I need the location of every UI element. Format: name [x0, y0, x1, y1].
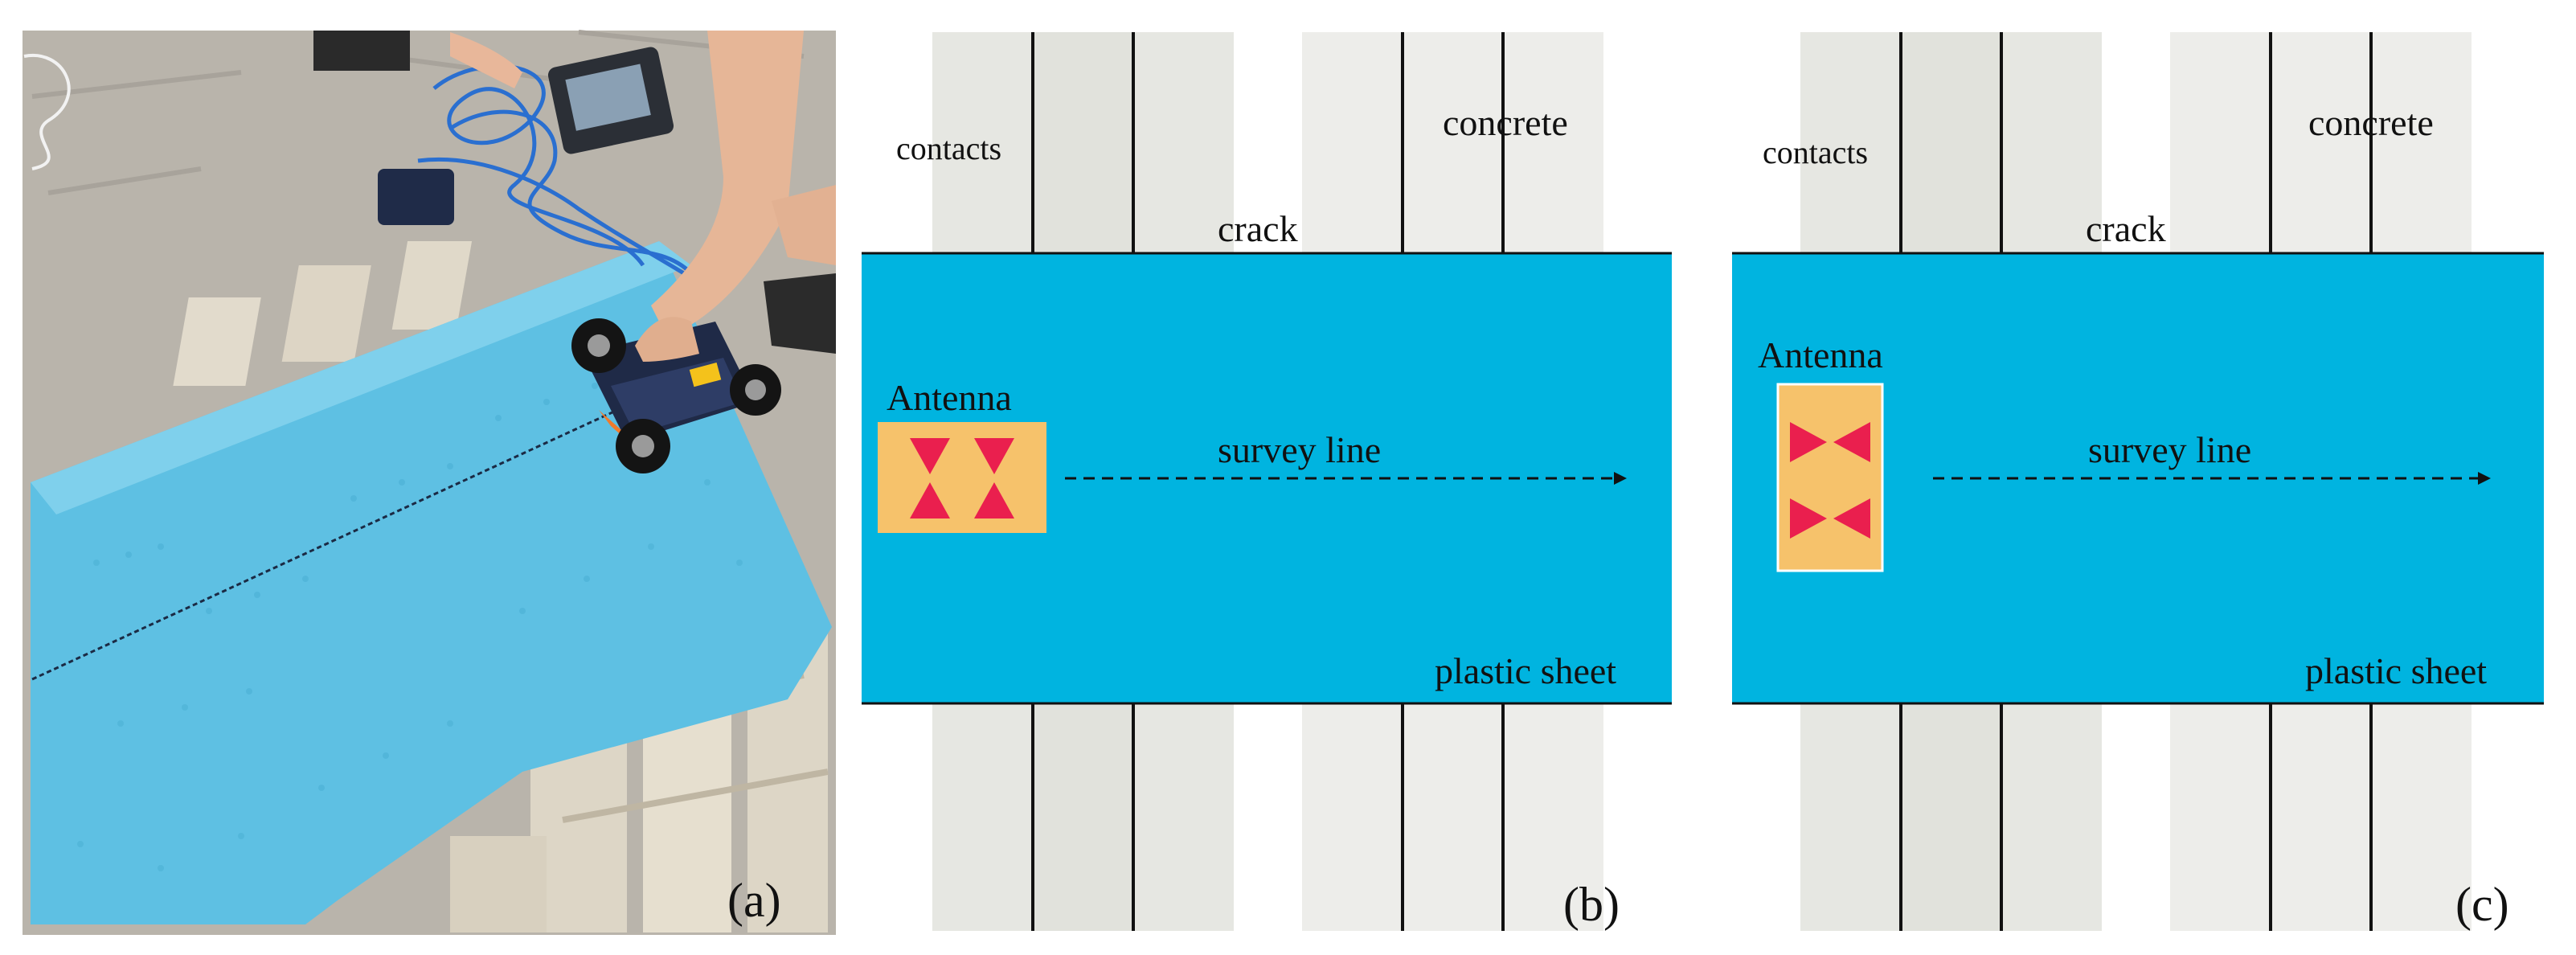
control-unit [547, 47, 674, 154]
label-antenna-b: Antenna [887, 377, 1012, 418]
gpr-cart [571, 317, 781, 473]
panel-b-caption: (b) [1563, 878, 1620, 931]
battery-box [378, 169, 454, 225]
antenna-c [1776, 383, 1884, 572]
antenna-b [878, 422, 1046, 533]
white-cable [23, 53, 71, 170]
blue-cables [417, 64, 725, 300]
label-plastic-sheet-c: plastic sheet [2305, 650, 2487, 691]
label-crack-b: crack [1218, 208, 1298, 249]
concrete-blocks-bottom [1800, 703, 2472, 931]
panel-b-diagram: contacts concrete crack Antenna survey l… [862, 32, 1672, 931]
operator [313, 31, 836, 354]
antenna-body [1776, 383, 1884, 572]
label-crack-c: crack [2086, 208, 2166, 249]
panel-c-diagram: contacts concrete crack Antenna survey l… [1732, 32, 2544, 931]
panel-a-photo: (a) [23, 30, 836, 935]
label-survey-line-b: survey line [1218, 429, 1381, 470]
photo-survey-line [31, 400, 636, 681]
label-contacts-b: contacts [896, 130, 1001, 166]
antenna-body [878, 422, 1046, 533]
label-contacts-c: contacts [1763, 134, 1868, 170]
label-plastic-sheet-b: plastic sheet [1435, 650, 1616, 691]
concrete-blocks-top [1800, 32, 2472, 253]
label-survey-line-c: survey line [2088, 429, 2251, 470]
concrete-blocks-bottom [932, 703, 1603, 931]
floor-texture [31, 30, 805, 195]
label-concrete-b: concrete [1443, 102, 1568, 143]
arrow-head-icon [1614, 472, 1627, 485]
label-concrete-c: concrete [2308, 102, 2434, 143]
label-antenna-c: Antenna [1758, 334, 1883, 375]
panel-a-caption: (a) [727, 874, 781, 927]
antenna-element-icon [1790, 422, 1870, 539]
arrow-head-icon [2478, 472, 2491, 485]
antenna-element-icon [910, 438, 1014, 518]
panel-c-caption: (c) [2455, 878, 2509, 931]
concrete-blocks-top [932, 32, 1603, 253]
